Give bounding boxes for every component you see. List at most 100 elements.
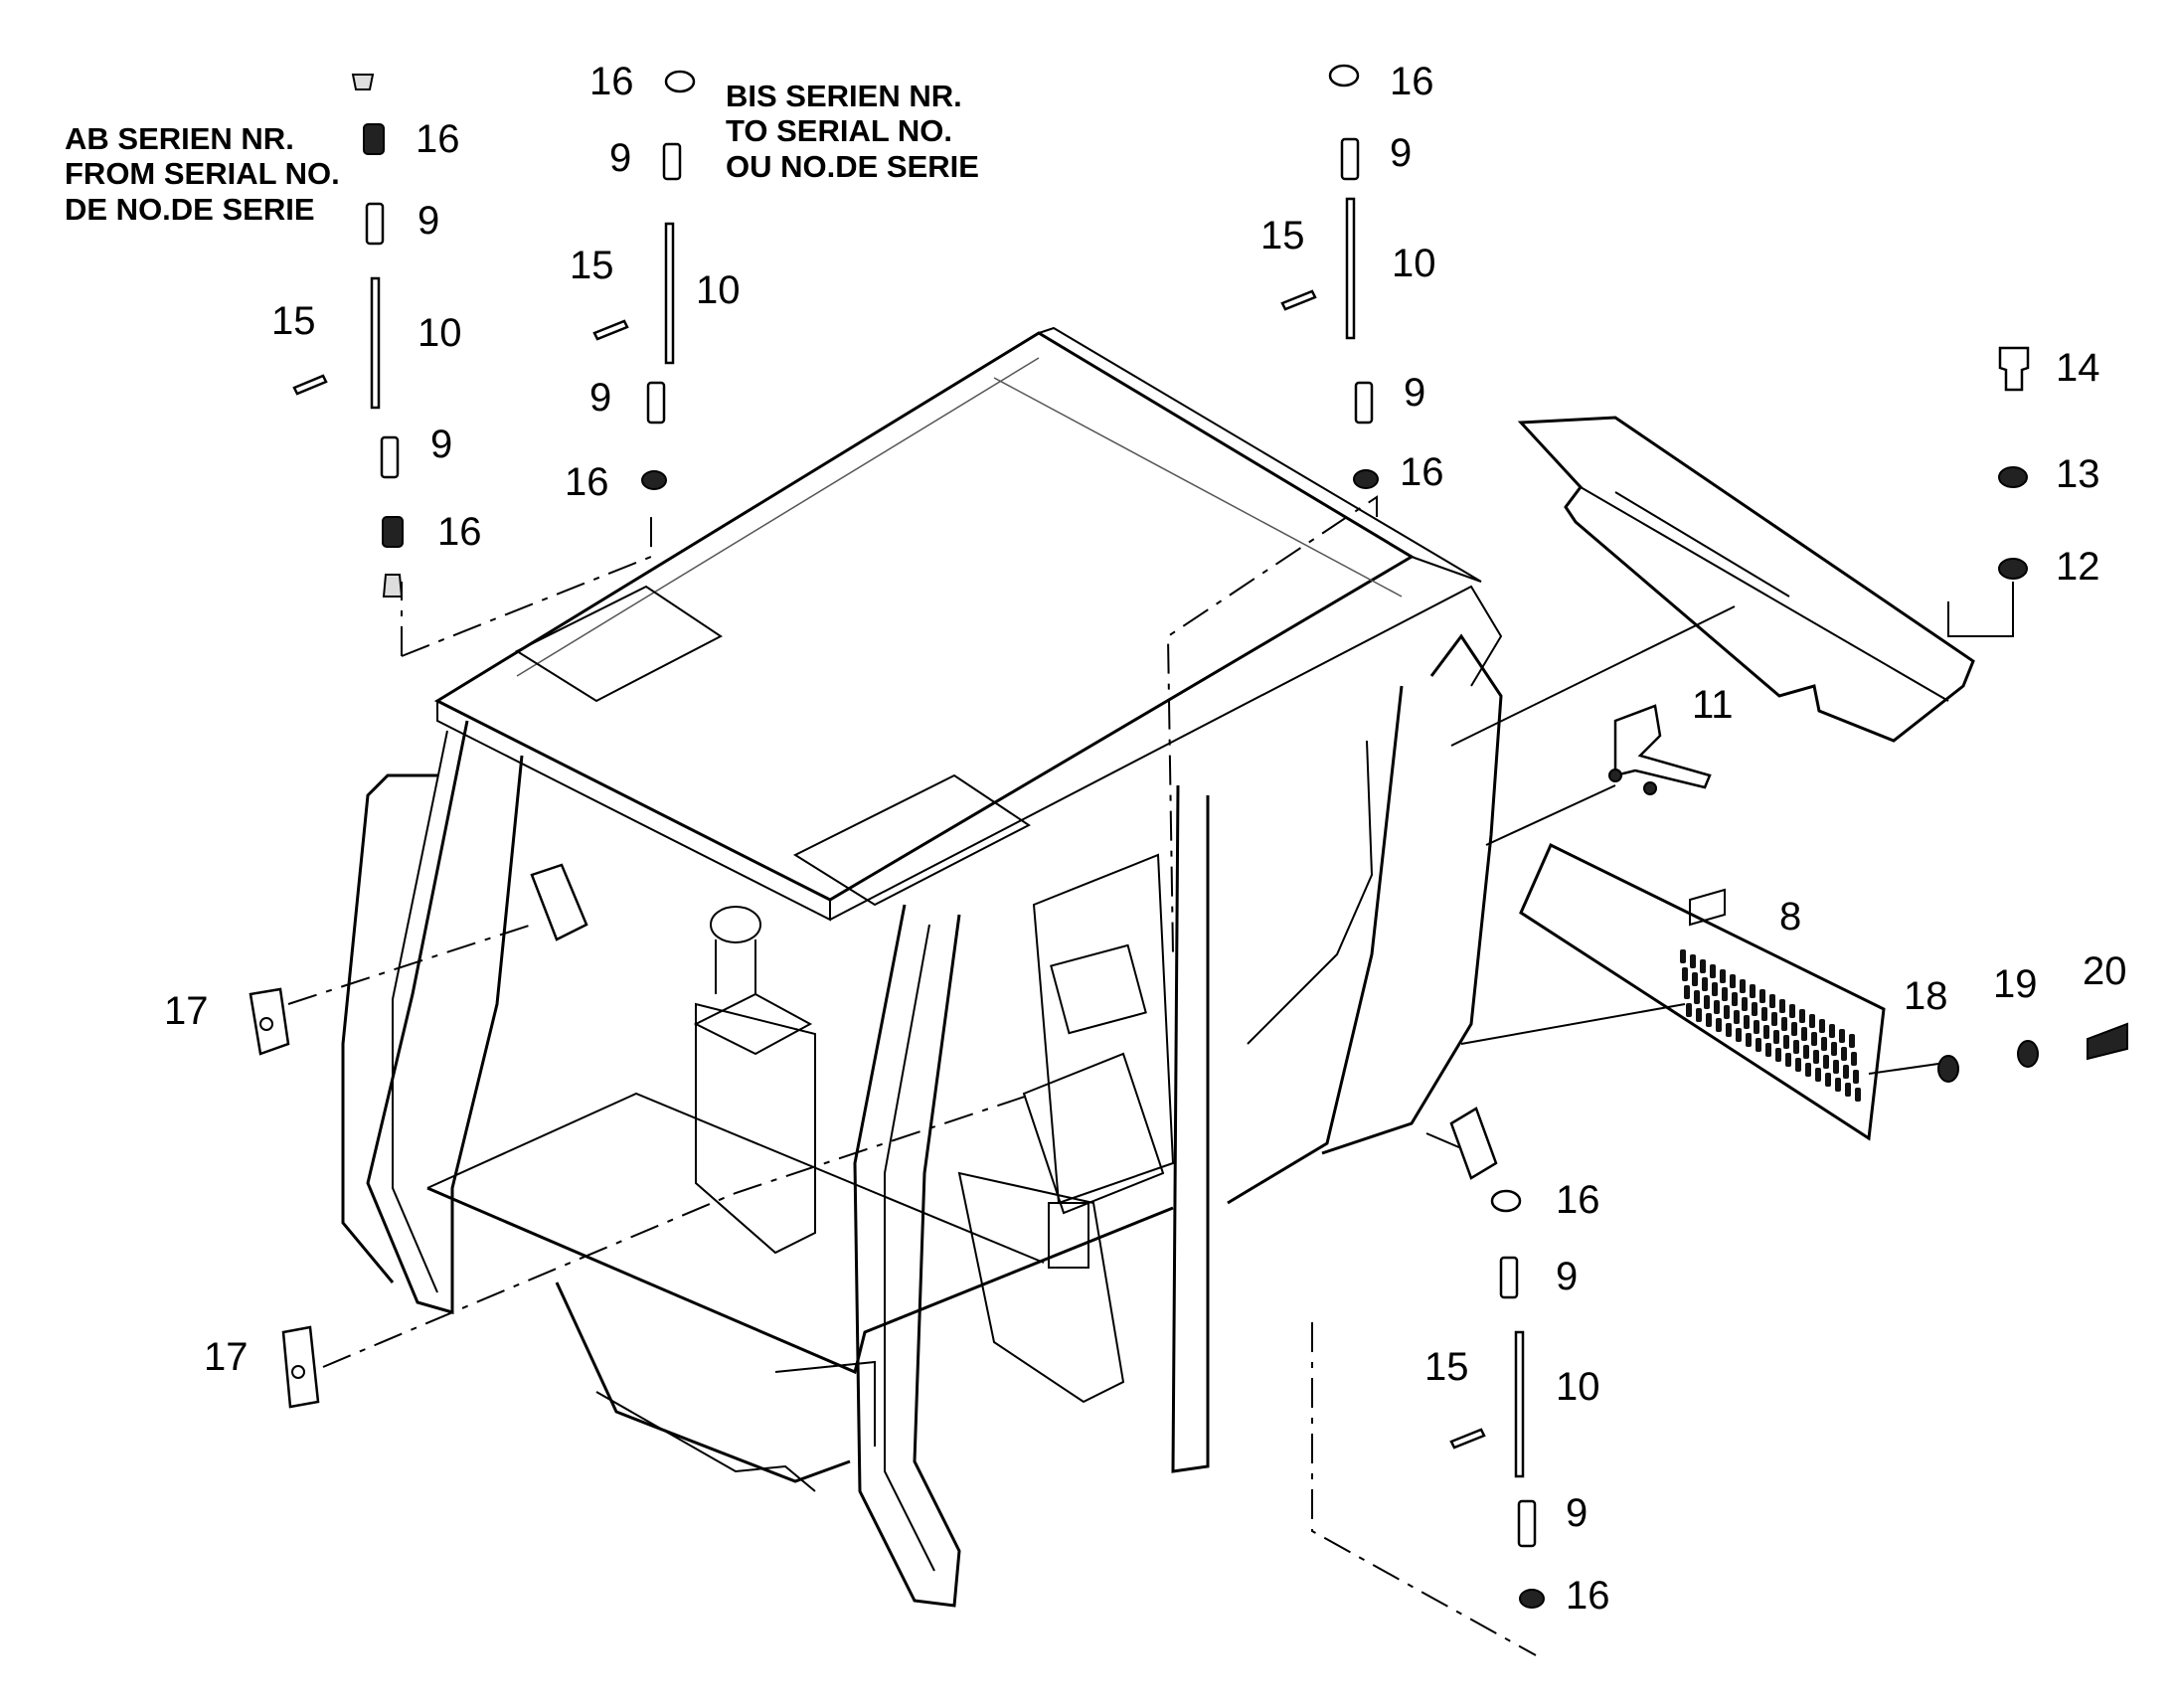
bracket-11 — [1608, 704, 1712, 795]
grille-slot — [1841, 1047, 1847, 1061]
grille-slot — [1710, 964, 1716, 978]
washer-icon — [1519, 1589, 1545, 1609]
mount-pad-icon — [249, 987, 290, 1056]
callout-label: 16 — [416, 117, 460, 161]
grille-slot — [1740, 979, 1746, 993]
hinge-pin-stack-d — [1449, 1189, 1545, 1609]
grille-slot — [1781, 1017, 1787, 1031]
washer-icon — [1998, 466, 2028, 488]
grille-slot — [1845, 1083, 1851, 1097]
roll-pin-icon — [1280, 289, 1317, 311]
grille-slot — [1825, 1073, 1831, 1087]
grille-slot — [1682, 967, 1688, 981]
grille-fastener-stack — [1937, 1022, 2128, 1083]
callout-label: 11 — [1692, 683, 1734, 727]
grille-slot — [1752, 1002, 1757, 1016]
callout-labels: 16 9 15 10 9 16 16 9 15 10 9 16 16 9 15 … — [164, 60, 2127, 1618]
hinge-pin-stack-c — [1280, 64, 1379, 489]
grille-slot — [1809, 1014, 1815, 1028]
callout-label: 9 — [1556, 1255, 1578, 1298]
grille-slot — [1686, 1003, 1692, 1017]
callout-label: 16 — [565, 460, 609, 504]
grille-slot — [1805, 1063, 1811, 1077]
grille-slot — [1835, 1078, 1841, 1092]
cab-frame — [341, 326, 1503, 1608]
grille-slot — [1843, 1065, 1849, 1079]
grille-slot — [1763, 1025, 1769, 1039]
screw-icon — [2087, 1022, 2128, 1061]
grille-slot — [1815, 1068, 1821, 1082]
grille-slot — [1773, 1030, 1779, 1044]
grille-slot — [1823, 1055, 1829, 1069]
grille-slot — [1801, 1027, 1807, 1041]
threaded-bushing-icon — [363, 123, 385, 155]
grille-slot — [1724, 1005, 1730, 1019]
washer-icon — [1353, 469, 1379, 489]
callout-label: 10 — [1392, 242, 1436, 285]
roll-pin-icon — [1449, 1428, 1486, 1450]
bushing-icon — [380, 435, 400, 479]
cover-fastener-stack — [1998, 346, 2030, 580]
bushing-icon — [1340, 137, 1360, 181]
bushing-icon — [646, 381, 666, 425]
callout-label: 16 — [1566, 1574, 1610, 1618]
grille-slot — [1771, 1012, 1777, 1026]
grille-slot — [1811, 1032, 1817, 1046]
grille-slot — [1819, 1019, 1825, 1033]
serial-note-from: AB SERIEN NR. FROM SERIAL NO. DE NO.DE S… — [65, 121, 340, 227]
washer-icon — [2017, 1040, 2039, 1068]
grille-slot — [1730, 974, 1736, 988]
floor-frame — [426, 1186, 1174, 1375]
grille-slot — [1690, 954, 1696, 968]
callout-label: 16 — [1390, 60, 1434, 103]
grille-slot — [1684, 985, 1690, 999]
callout-label: 10 — [696, 268, 741, 312]
roll-pin-icon — [592, 319, 629, 341]
cap-icon — [382, 574, 404, 598]
callout-label: 15 — [570, 244, 614, 287]
callout-label: 8 — [1779, 895, 1801, 939]
grille-slot — [1712, 982, 1718, 996]
callout-label: 9 — [609, 136, 631, 180]
cap-icon — [351, 74, 375, 90]
note-line: FROM SERIAL NO. — [65, 156, 340, 191]
grille-slots — [1680, 949, 1861, 1102]
grille-slot — [1855, 1088, 1861, 1102]
grille-slot — [1704, 995, 1710, 1009]
grille-slot — [1839, 1029, 1845, 1043]
note-line: OU NO.DE SERIE — [726, 149, 979, 184]
washer-icon — [641, 470, 667, 490]
bushing-icon — [662, 142, 682, 181]
callout-label: 13 — [2056, 452, 2100, 496]
bushing-icon — [1517, 1499, 1537, 1548]
grille-slot — [1853, 1070, 1859, 1084]
grille-slot — [1746, 1033, 1752, 1047]
callout-label: 12 — [2056, 545, 2100, 589]
grille-slot — [1714, 1000, 1720, 1014]
callout-label: 17 — [164, 989, 209, 1033]
callout-label: 15 — [1424, 1345, 1469, 1389]
hinge-pin-icon — [1514, 1330, 1525, 1478]
hinge-pin-icon — [664, 222, 675, 365]
grille-slot — [1799, 1009, 1805, 1023]
grille-slot — [1720, 969, 1726, 983]
leader-lines — [287, 495, 2014, 1656]
grille-slot — [1692, 972, 1698, 986]
callout-label: 9 — [1566, 1491, 1588, 1535]
note-line: BIS SERIEN NR. — [726, 79, 962, 113]
callout-label: 19 — [1993, 962, 2038, 1006]
callout-label: 16 — [437, 510, 482, 554]
grille-slot — [1750, 984, 1755, 998]
grille-slot — [1775, 1048, 1781, 1062]
grille-slot — [1732, 992, 1738, 1006]
grille-plate — [1519, 842, 1886, 1141]
grille-slot — [1821, 1037, 1827, 1051]
bolt-icon — [1998, 346, 2030, 392]
bushing-icon — [1354, 381, 1374, 425]
bushing-icon — [365, 202, 385, 246]
callout-label: 9 — [430, 423, 452, 466]
note-line: AB SERIEN NR. — [65, 121, 294, 156]
callout-label: 10 — [1556, 1365, 1600, 1409]
grille-slot — [1789, 1004, 1795, 1018]
